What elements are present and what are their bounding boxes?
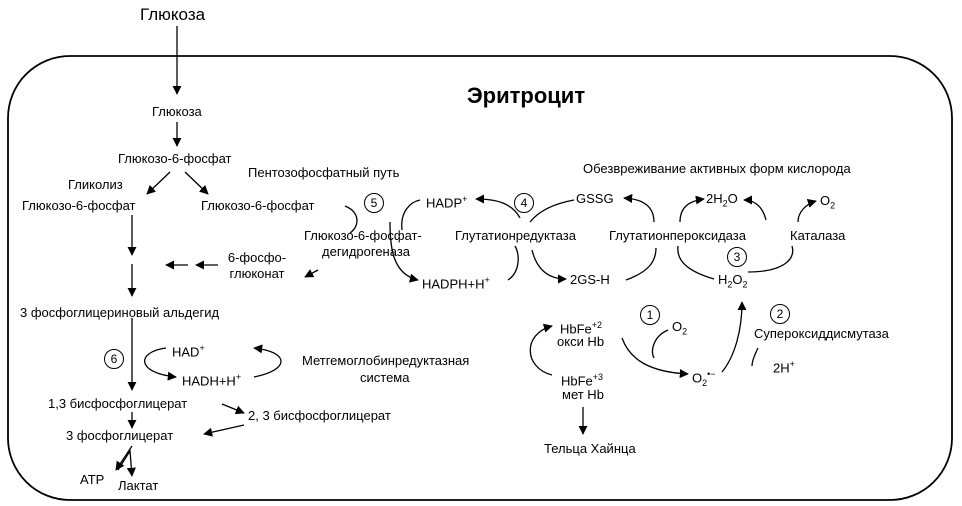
arc-o2-release (651, 329, 669, 359)
h2o-label: 2H2O (706, 191, 738, 209)
arc-g6p-g6pdh (344, 205, 358, 234)
h2o2-label: H2O2 (718, 272, 748, 290)
g6pdh-line1: Глюкозо-6-фосфат- (304, 228, 422, 243)
nadph-label: HADPH+H+ (422, 275, 490, 292)
met-hb-fe-label: HbFe+3 (561, 372, 604, 389)
h-plus-label: 2H+ (773, 359, 795, 376)
gssg-label: GSSG (576, 191, 614, 206)
step-5-badge: 5 (364, 193, 384, 213)
arc-reductase-to-nadp (475, 194, 521, 219)
step-3-badge: 3 (727, 247, 747, 267)
oxy-hb-label: окси Hb (557, 334, 605, 349)
arc-catalase-h2o (743, 195, 767, 221)
g6p-glycolysis-label: Глюкозо-6-фосфат (22, 198, 136, 213)
arc-nadph-to-reductase (507, 245, 519, 281)
phosphogluconate-line2: глюконат (229, 266, 285, 281)
met-hb-label: мет Hb (562, 387, 604, 402)
arc-gssg-reductase (529, 199, 575, 223)
arc-peroxidase-h2o (679, 195, 705, 223)
arc-catalase-o2 (797, 198, 817, 223)
arc-gsh-peroxidase (625, 247, 657, 281)
arc-methb-reductase (253, 344, 282, 378)
glucose-label: Глюкоза (152, 104, 202, 119)
gsh-label: 2GS-H (570, 272, 610, 287)
arc-reductase-gsh (531, 249, 567, 284)
step-1-badge: 1 (640, 305, 660, 325)
sod-label: Супероксиддисмутаза (754, 326, 889, 341)
g6p-label: Глюкозо-6-фосфат (118, 151, 232, 166)
arc-oxyhb-to-methb (621, 337, 689, 379)
bpg23-label: 2, 3 бисфосфоглицерат (248, 408, 391, 423)
nadp-label: HADP+ (426, 194, 468, 211)
methb-reductase-line1: Метгемоглобинредуктазная (302, 353, 470, 368)
step-2-badge: 2 (770, 304, 790, 324)
arrow-g6p-ppp (184, 171, 209, 195)
ros-label: Обезвреживание активных форм кислорода (583, 161, 851, 176)
glycolysis-label: Гликолиз (68, 177, 123, 192)
ppp-g6p-label: Глюкозо-6-фосфат (201, 198, 315, 213)
heinz-bodies-label: Тельца Хайнца (544, 441, 636, 456)
arc-h2o2-peroxidase (677, 245, 715, 280)
arrow-bpg13-bpg23 (221, 403, 245, 415)
arrow-g6pdh-phosphogluconate (304, 269, 319, 278)
arc-h2o2-catalase (747, 245, 794, 273)
o2-catalase-label: O2 (820, 193, 836, 211)
glutathione-peroxidase-label: Глутатионпероксидаза (609, 228, 746, 243)
cell-membrane (7, 55, 953, 501)
step-6-badge: 6 (104, 349, 124, 369)
methb-reductase-line2: система (360, 370, 410, 385)
lactate-label: Лактат (118, 478, 159, 493)
superoxide-label: O2•− (692, 369, 716, 388)
bpg13-label: 1,3 бисфосфоглицерат (48, 396, 188, 411)
arrow-superoxide-h2o2 (721, 301, 747, 373)
arrow-pg3-atp (115, 445, 133, 471)
arc-nadp-return (401, 199, 421, 231)
pg3-label: 3 фосфоглицерат (66, 428, 174, 443)
gap-label: 3 фосфоглицериновый альдегид (20, 305, 220, 320)
glutathione-reductase-label: Глутатионредуктаза (455, 228, 576, 243)
ppp-label: Пентозофосфатный путь (248, 165, 400, 180)
arc-peroxidase-gssg (623, 193, 655, 223)
step-4-badge: 4 (514, 193, 534, 213)
outside-glucose-label: Глюкоза (140, 5, 206, 24)
arrow-bpg23-pg3 (203, 424, 245, 437)
arc-nadph-production (389, 221, 419, 283)
arc-nad-nadh (144, 347, 177, 381)
atp-label: ATP (80, 472, 105, 487)
nadh-label: HADH+H+ (182, 372, 242, 389)
nad-label: HAD+ (172, 343, 205, 360)
phosphogluconate-line1: 6-фосфо- (227, 250, 287, 265)
oxy-hb-fe-label: HbFe+2 (560, 320, 603, 337)
arrow-g6p-glycolysis (146, 171, 171, 195)
cell-title: Эритроцит (467, 83, 586, 108)
catalase-label: Каталаза (790, 228, 846, 243)
arc-methb-to-oxyhb (529, 323, 553, 376)
line-h-plus-sod (751, 347, 759, 367)
arrow-atp-lactate (117, 449, 136, 477)
g6pdh-line2: дегидрогеназа (322, 244, 411, 259)
o2-hb-label: O2 (672, 319, 688, 337)
